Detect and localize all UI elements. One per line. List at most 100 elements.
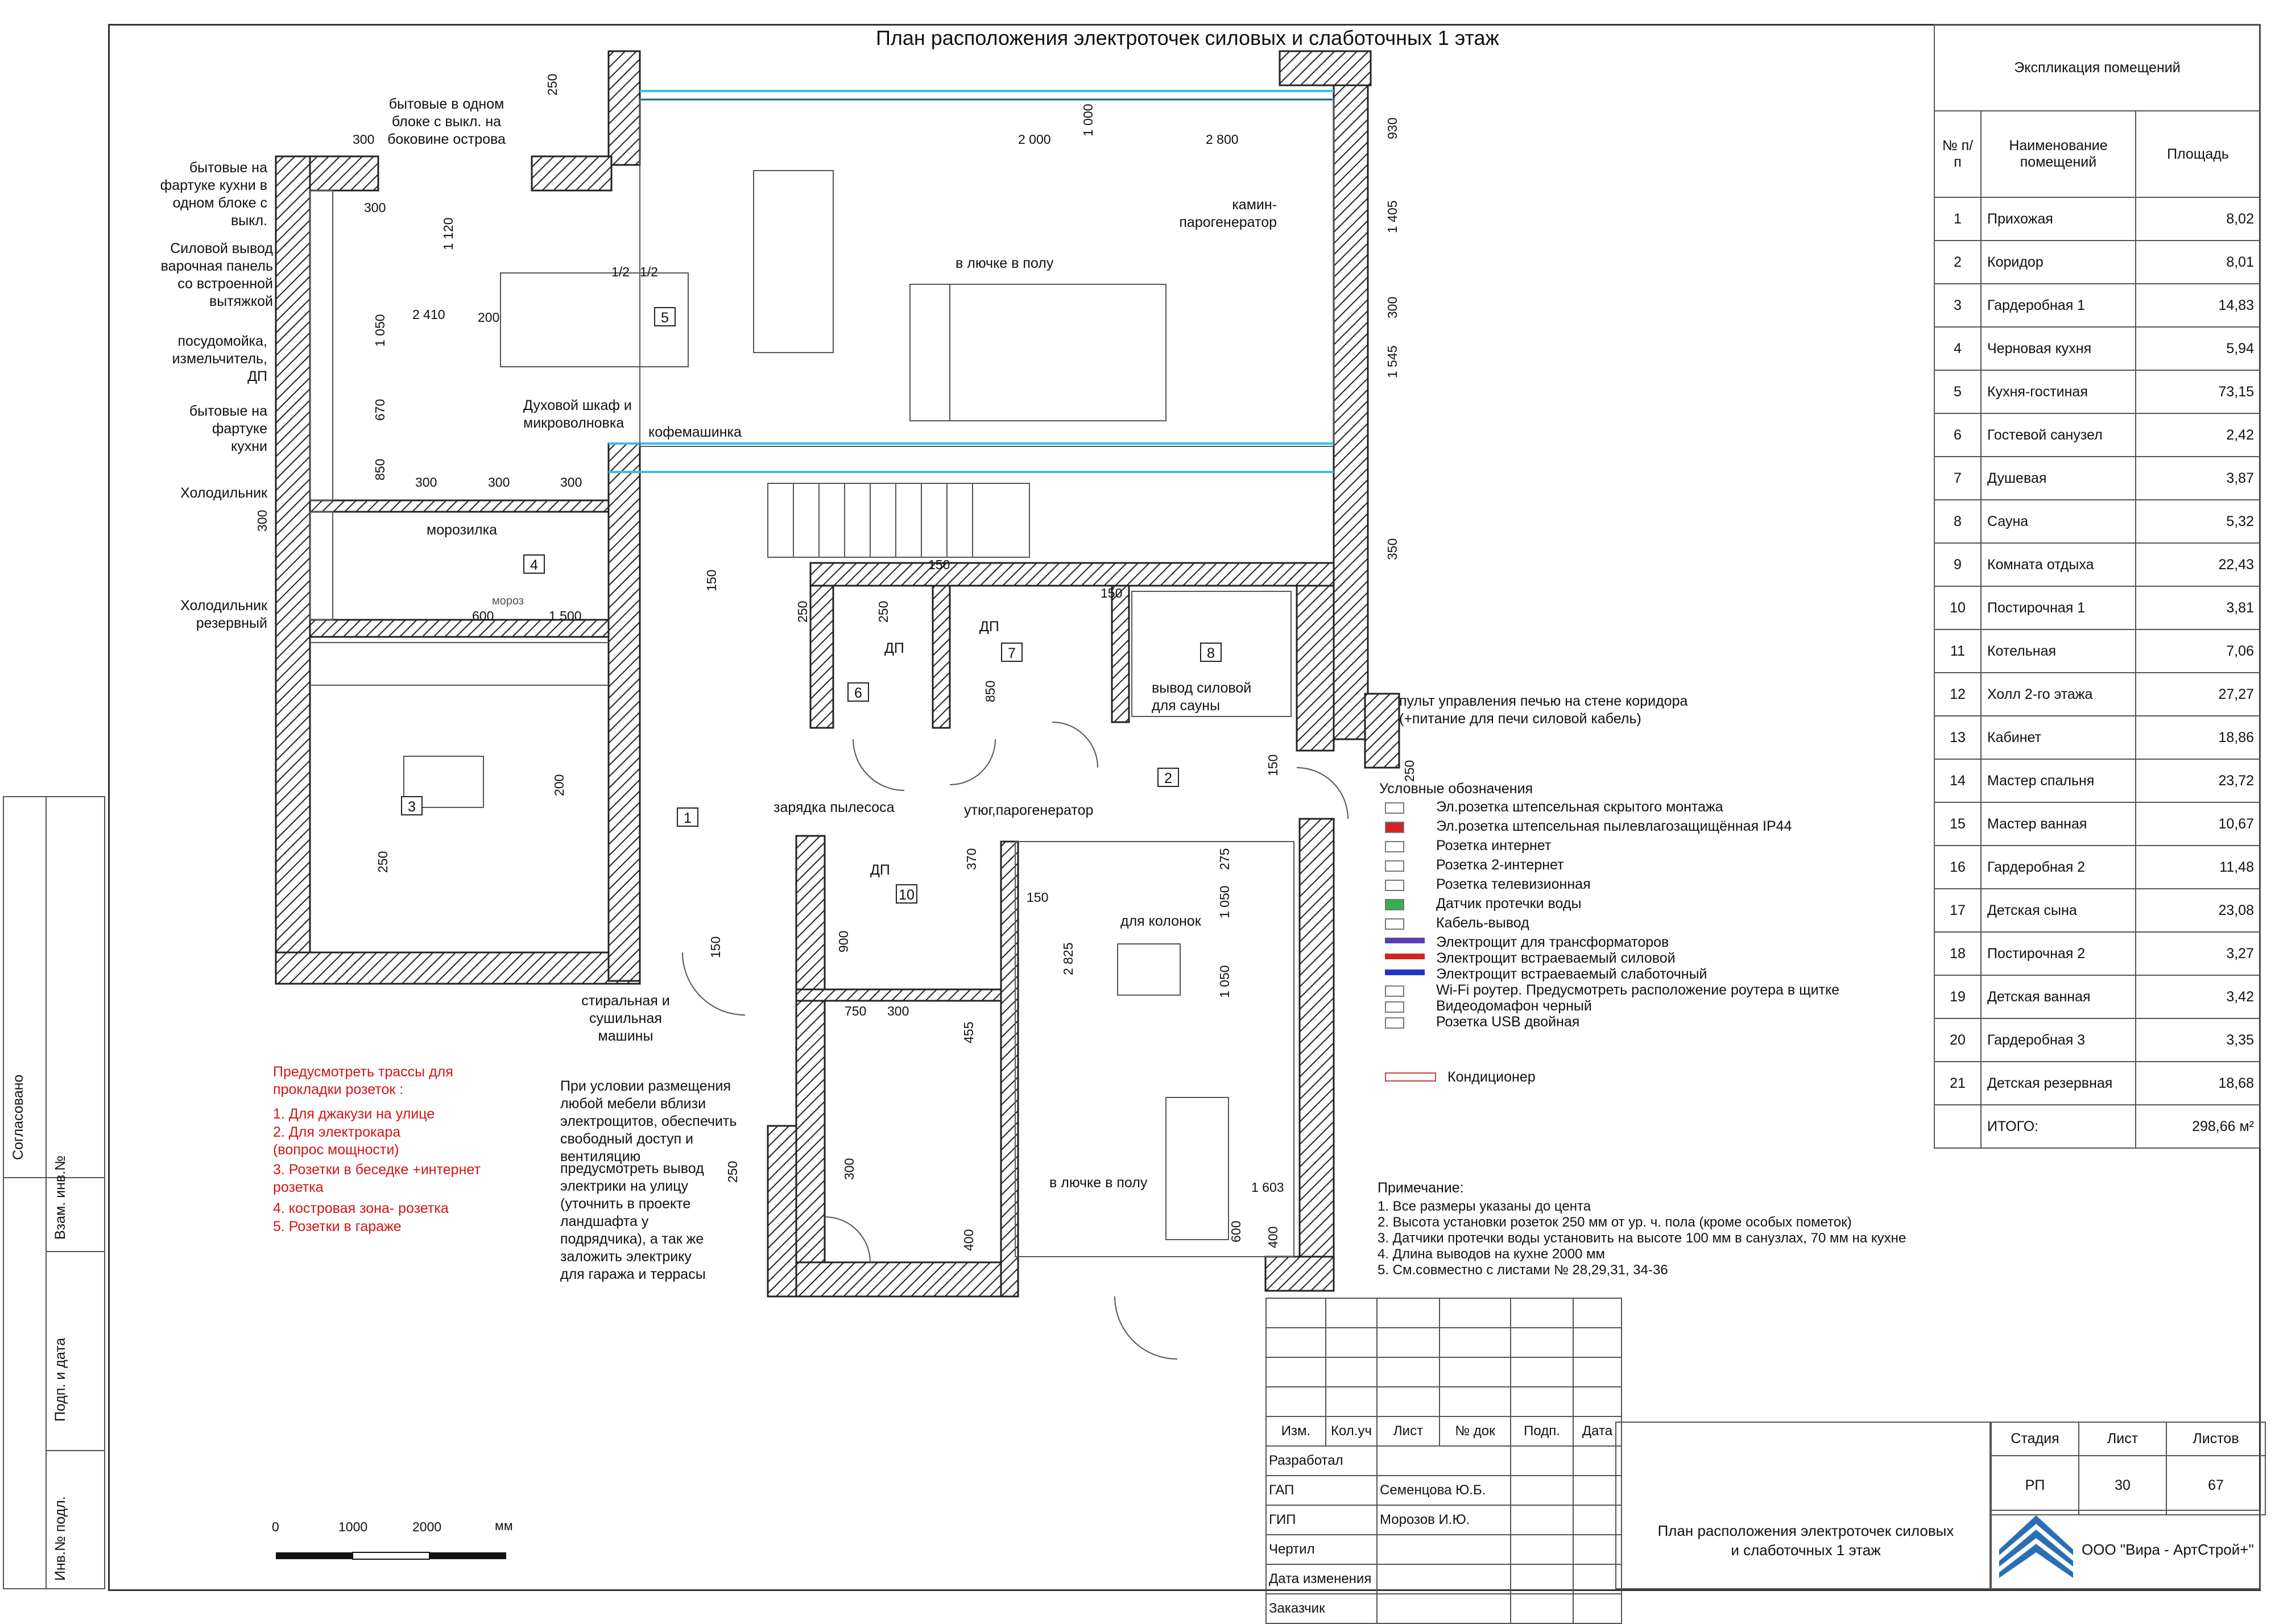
stamp-row [1265, 1386, 1622, 1417]
side-divider [46, 1450, 105, 1451]
note-item: 4. Длина выводов на кухне 2000 мм [1378, 1246, 1606, 1262]
stamp-signature [1510, 1505, 1574, 1535]
stamp-cell [1376, 1357, 1440, 1387]
dimension: 300 [1385, 296, 1400, 318]
dimension: 300 [488, 475, 510, 490]
dimension: 1/2 [611, 264, 630, 279]
stamp-person [1376, 1534, 1511, 1565]
explication-cell: 3,42 [2135, 975, 2261, 1019]
explication-cell: Постирочная 1 [1980, 586, 2136, 630]
legend-item: Электрощит встраеваемый слаботочный [1436, 966, 1707, 982]
floor-plan [275, 50, 1400, 1560]
dimension: 1/2 [640, 264, 658, 279]
legend-symbol-icon [1385, 802, 1404, 814]
annotation: бытовые на фартуке кухни в одном блоке с… [160, 160, 267, 229]
company-name: ООО "Вира - АртСтрой+" [2082, 1541, 2254, 1558]
wall [809, 562, 1335, 587]
stamp-cell [1325, 1298, 1378, 1328]
side-stamp-label: Подп. и дата [52, 1337, 68, 1422]
dimension: 150 [708, 936, 723, 958]
dimension: 370 [964, 848, 979, 870]
dimension: 300 [353, 132, 375, 147]
legend-item: Датчик протечки воды [1436, 896, 1582, 912]
dimension: 850 [373, 458, 387, 480]
wall [795, 1261, 1019, 1298]
dimension: 300 [887, 1004, 909, 1018]
stamp-cell [1325, 1386, 1378, 1417]
wall [932, 585, 951, 729]
explication-cell: Кухня-гостиная [1980, 370, 2136, 414]
red-note-item: 5. Розетки в гараже [273, 1219, 402, 1234]
explication-cell: 23,08 [2135, 888, 2261, 933]
explication-cell: Душевая [1980, 456, 2136, 500]
dimension: 1 603 [1251, 1180, 1284, 1195]
stamp-person: Морозов И.Ю. [1376, 1505, 1511, 1535]
side-stamp [3, 796, 105, 1589]
dimension: 600 [472, 608, 494, 623]
dimension: 400 [961, 1229, 976, 1251]
room-number: 5 [654, 307, 676, 326]
side-divider [3, 1177, 105, 1178]
explication-cell: 8 [1934, 499, 1982, 544]
explication-cell: 8,02 [2135, 197, 2261, 241]
wall [1111, 585, 1130, 723]
legend-item: Розетка интернет [1436, 838, 1552, 854]
explication-cell: Постирочная 2 [1980, 931, 2136, 976]
annotation: посудомойка, измельчитель, ДП [172, 333, 267, 384]
explication-cell: 18,86 [2135, 715, 2261, 760]
stamp-header: Кол.уч [1325, 1416, 1378, 1447]
dimension: 930 [1385, 117, 1400, 139]
stamp-cell [1510, 1298, 1574, 1328]
stamp-person [1376, 1445, 1511, 1476]
explication-cell [1934, 1104, 1982, 1149]
explication-cell: 7,06 [2135, 629, 2261, 673]
explication-cell: 2 [1934, 240, 1982, 284]
dimension: 600 [1228, 1220, 1243, 1242]
explication-cell: Детская ванная [1980, 975, 2136, 1019]
dimension: 300 [364, 200, 386, 215]
explication-cell: 10,67 [2135, 802, 2261, 846]
wall [531, 155, 613, 192]
wall [1333, 84, 1369, 740]
company-box [1991, 1510, 2261, 1589]
wall [275, 951, 641, 985]
stage-value: 67 [2166, 1455, 2266, 1515]
dimension: 200 [552, 774, 566, 796]
annotation: Холодильник [180, 485, 267, 501]
red-note-heading: Предусмотреть трассы для прокладки розет… [273, 1064, 453, 1097]
explication-cell: 16 [1934, 845, 1982, 889]
explication-cell: Гардеробная 3 [1980, 1018, 2136, 1062]
dimension: 2 410 [412, 307, 445, 322]
legend-item: Wi-Fi роутер. Предусмотреть расположение… [1436, 982, 1840, 998]
stamp-role: Заказчик [1265, 1593, 1378, 1624]
annotation: утюг,парогенератор [964, 802, 1094, 818]
explication-cell: Сауна [1980, 499, 2136, 544]
annotation: стиральная и сушильная машины [581, 993, 670, 1044]
legend-symbol-icon [1385, 899, 1404, 910]
room-number: 7 [1001, 643, 1023, 662]
annotation: ДП [870, 862, 890, 878]
dimension: 1 000 [1081, 103, 1095, 136]
explication-cell: 1 [1934, 197, 1982, 241]
legend-symbol-icon [1385, 822, 1404, 833]
legend-item: Розетка 2-интернет [1436, 857, 1564, 873]
explication-cell: 20 [1934, 1018, 1982, 1062]
stamp-row [1265, 1327, 1622, 1358]
legend-symbol-icon [1385, 918, 1404, 930]
notes-title: Примечание: [1378, 1180, 1464, 1196]
scale-label: 1000 [338, 1519, 368, 1534]
annotation: ДП [884, 640, 904, 656]
explication-cell: 15 [1934, 802, 1982, 846]
wall [795, 988, 1019, 1002]
stamp-cell [1325, 1357, 1378, 1387]
stamp-signature [1510, 1445, 1574, 1476]
explication-cell: Мастер ванная [1980, 802, 2136, 846]
stamp-cell [1573, 1327, 1622, 1358]
wall [309, 619, 610, 638]
dimension: 300 [842, 1158, 857, 1180]
explication-cell: 6 [1934, 413, 1982, 457]
wall [607, 50, 641, 166]
stage-header: Листов [2166, 1422, 2266, 1456]
